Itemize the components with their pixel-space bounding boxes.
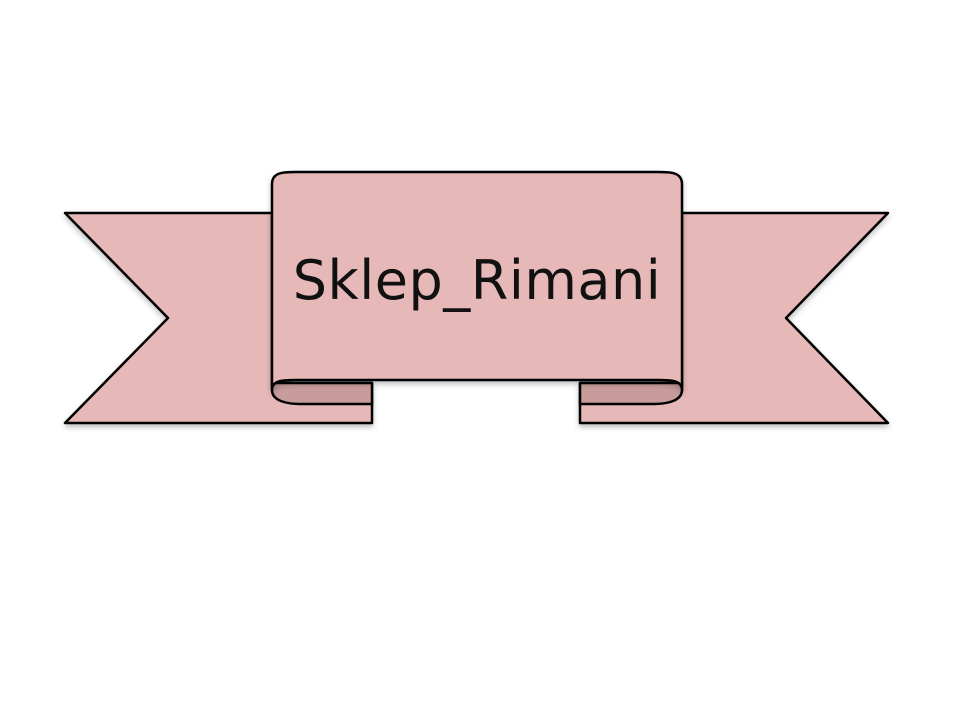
ribbon-center-panel — [270, 170, 684, 392]
ribbon-right-fold — [578, 381, 684, 406]
banner-title: Sklep_Rimani — [292, 248, 662, 312]
ribbon-left-fold — [270, 381, 374, 406]
